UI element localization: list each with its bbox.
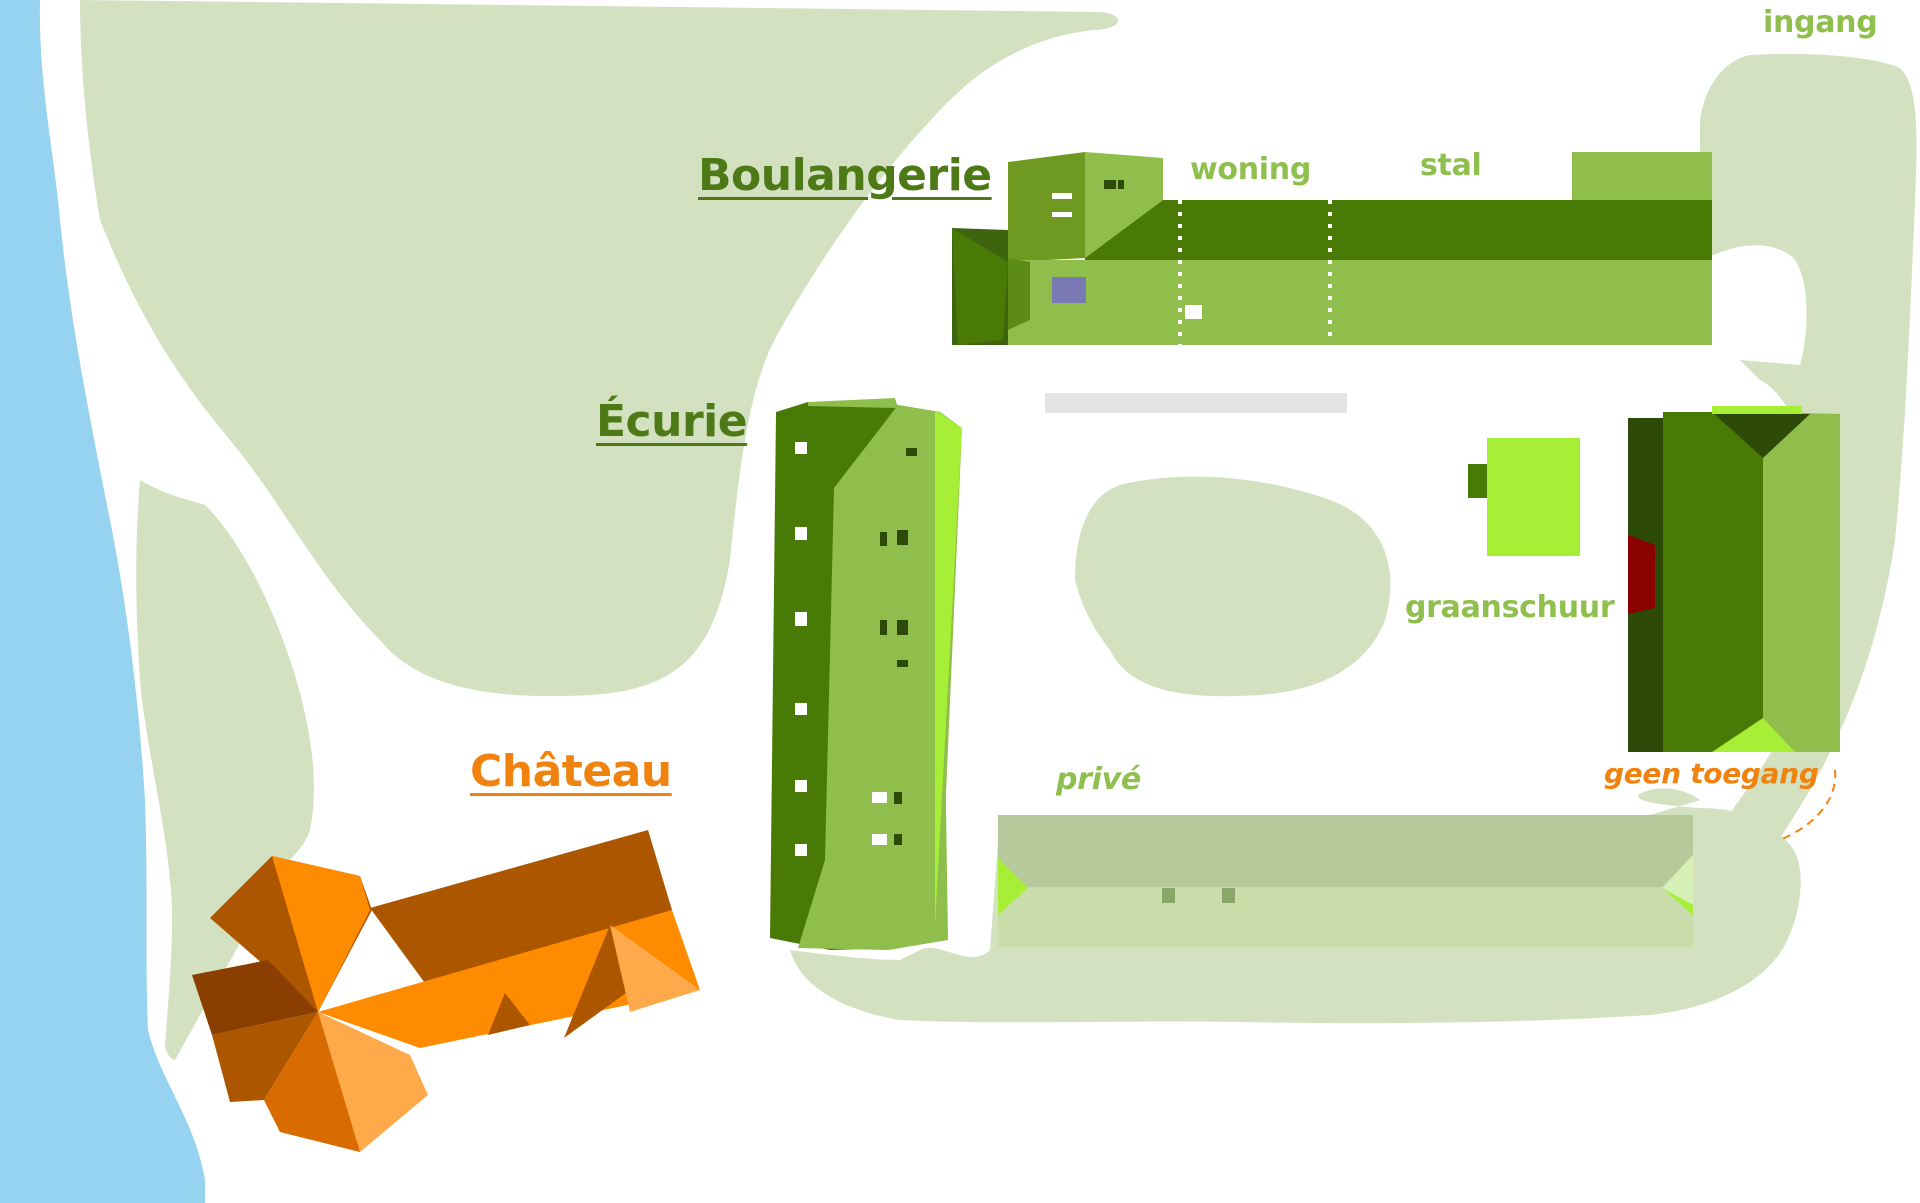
river [0, 0, 205, 1203]
lawn-west [136, 480, 314, 1060]
label-ecurie[interactable]: Écurie [596, 396, 748, 447]
lawn-center-oval [1075, 476, 1391, 697]
label-boulangerie[interactable]: Boulangerie [698, 150, 992, 201]
label-ingang: ingang [1763, 5, 1878, 40]
no-access-boundary [1779, 769, 1837, 841]
label-chateau[interactable]: Château [470, 746, 672, 797]
label-prive: privé [1056, 762, 1141, 797]
lawn-east [1700, 53, 1917, 880]
label-graanschuur: graanschuur [1405, 590, 1615, 625]
label-geen-toegang: geen toegang [1604, 757, 1819, 790]
chateau-building[interactable] [192, 830, 700, 1152]
lawn-north [80, 0, 1119, 697]
graanschuur-building[interactable] [1468, 406, 1840, 752]
boulangerie-building[interactable] [952, 152, 1712, 345]
prive-building [998, 815, 1693, 947]
ecurie-building[interactable] [770, 398, 962, 950]
label-stal: stal [1420, 148, 1482, 183]
label-woning: woning [1190, 152, 1311, 187]
courtyard-strip [1045, 393, 1347, 413]
